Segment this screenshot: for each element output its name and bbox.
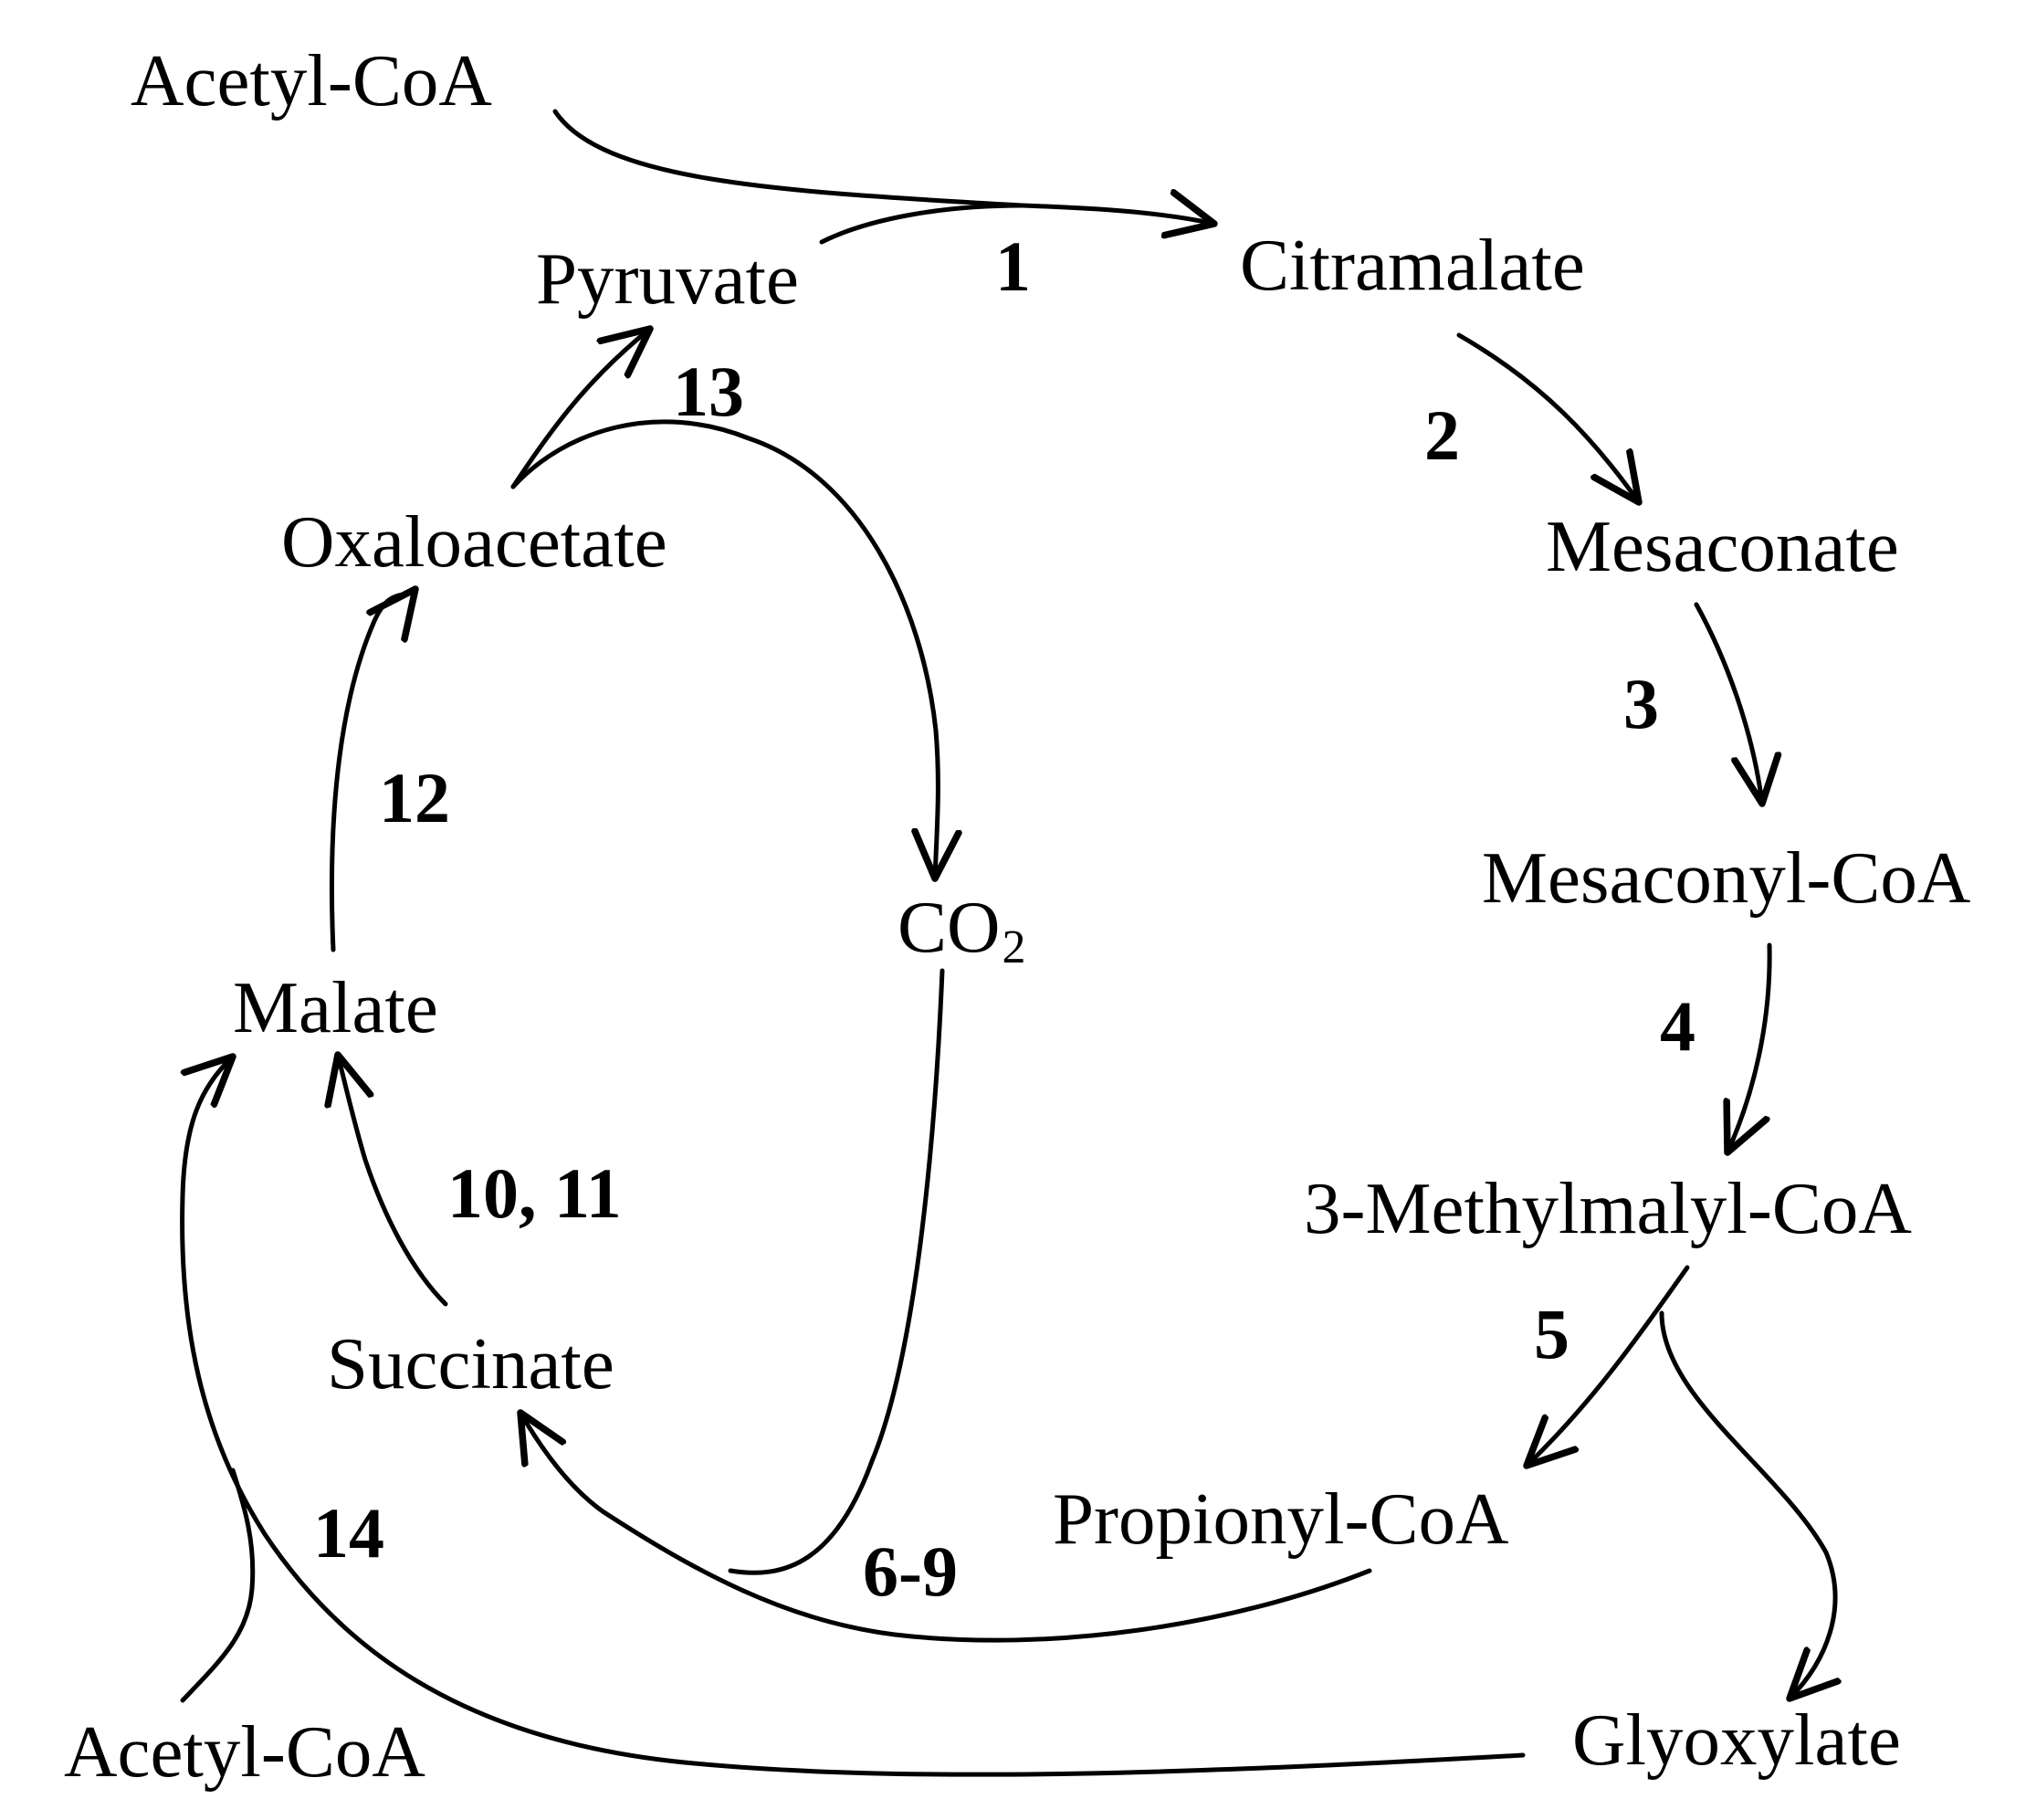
edge-methylmalyl-coa-to-glyoxylate [1659, 1310, 1835, 1699]
label-citramalate: Citramalate [1240, 224, 1585, 306]
label-acetyl-coa-bottom: Acetyl-CoA [64, 1710, 425, 1793]
edge-pyruvate-to-citramalate [819, 203, 1025, 245]
label-mesaconate: Mesaconate [1546, 505, 1899, 587]
label-co2: CO2 [898, 886, 1026, 973]
step-14: 14 [313, 1493, 384, 1573]
edge-co2-to-propionyl-branch [728, 968, 945, 1575]
edge-methylmalyl-coa-to-propionyl-coa [1527, 1265, 1690, 1466]
edge-acetyl-coa-to-citramalate [552, 109, 1214, 224]
step-1: 1 [995, 226, 1031, 306]
co2-subscript: 2 [1003, 921, 1026, 973]
step-2: 2 [1424, 395, 1460, 475]
edge-mesaconate-to-mesaconyl-coa [1694, 602, 1762, 804]
step-12: 12 [379, 758, 450, 837]
edge-propionyl-coa-to-succinate [520, 1413, 1372, 1643]
step-3: 3 [1623, 664, 1659, 743]
step-4: 4 [1660, 986, 1695, 1066]
label-oxaloacetate: Oxaloacetate [281, 500, 667, 583]
step-10-11: 10, 11 [447, 1153, 622, 1233]
label-succinate: Succinate [327, 1322, 614, 1404]
edge-mesaconyl-coa-to-methylmalyl-coa [1727, 942, 1772, 1152]
edge-acetyl-coa-bottom-to-malate [180, 1468, 256, 1703]
label-propionyl-coa: Propionyl-CoA [1053, 1478, 1509, 1560]
edge-succinate-to-malate [338, 1055, 448, 1307]
step-5: 5 [1534, 1294, 1569, 1373]
label-glyoxylate: Glyoxylate [1572, 1699, 1901, 1781]
edge-glyoxylate-to-malate [180, 1057, 1526, 1777]
label-malate: Malate [233, 966, 438, 1048]
edge-citramalate-to-mesaconate [1456, 332, 1639, 502]
edge-oxaloacetate-to-pyruvate [510, 329, 650, 489]
edge-oxaloacetate-to-co2 [510, 419, 938, 878]
edge-malate-to-oxaloacetate [329, 589, 415, 952]
label-pyruvate: Pyruvate [536, 237, 799, 320]
label-acetyl-coa-top: Acetyl-CoA [131, 39, 492, 121]
label-mesaconyl-coa: Mesaconyl-CoA [1482, 836, 1970, 919]
co2-main: CO [898, 886, 1001, 968]
step-6-9: 6-9 [863, 1531, 958, 1611]
label-methylmalyl-coa: 3-Methylmalyl-CoA [1304, 1167, 1912, 1249]
step-13: 13 [673, 352, 744, 431]
